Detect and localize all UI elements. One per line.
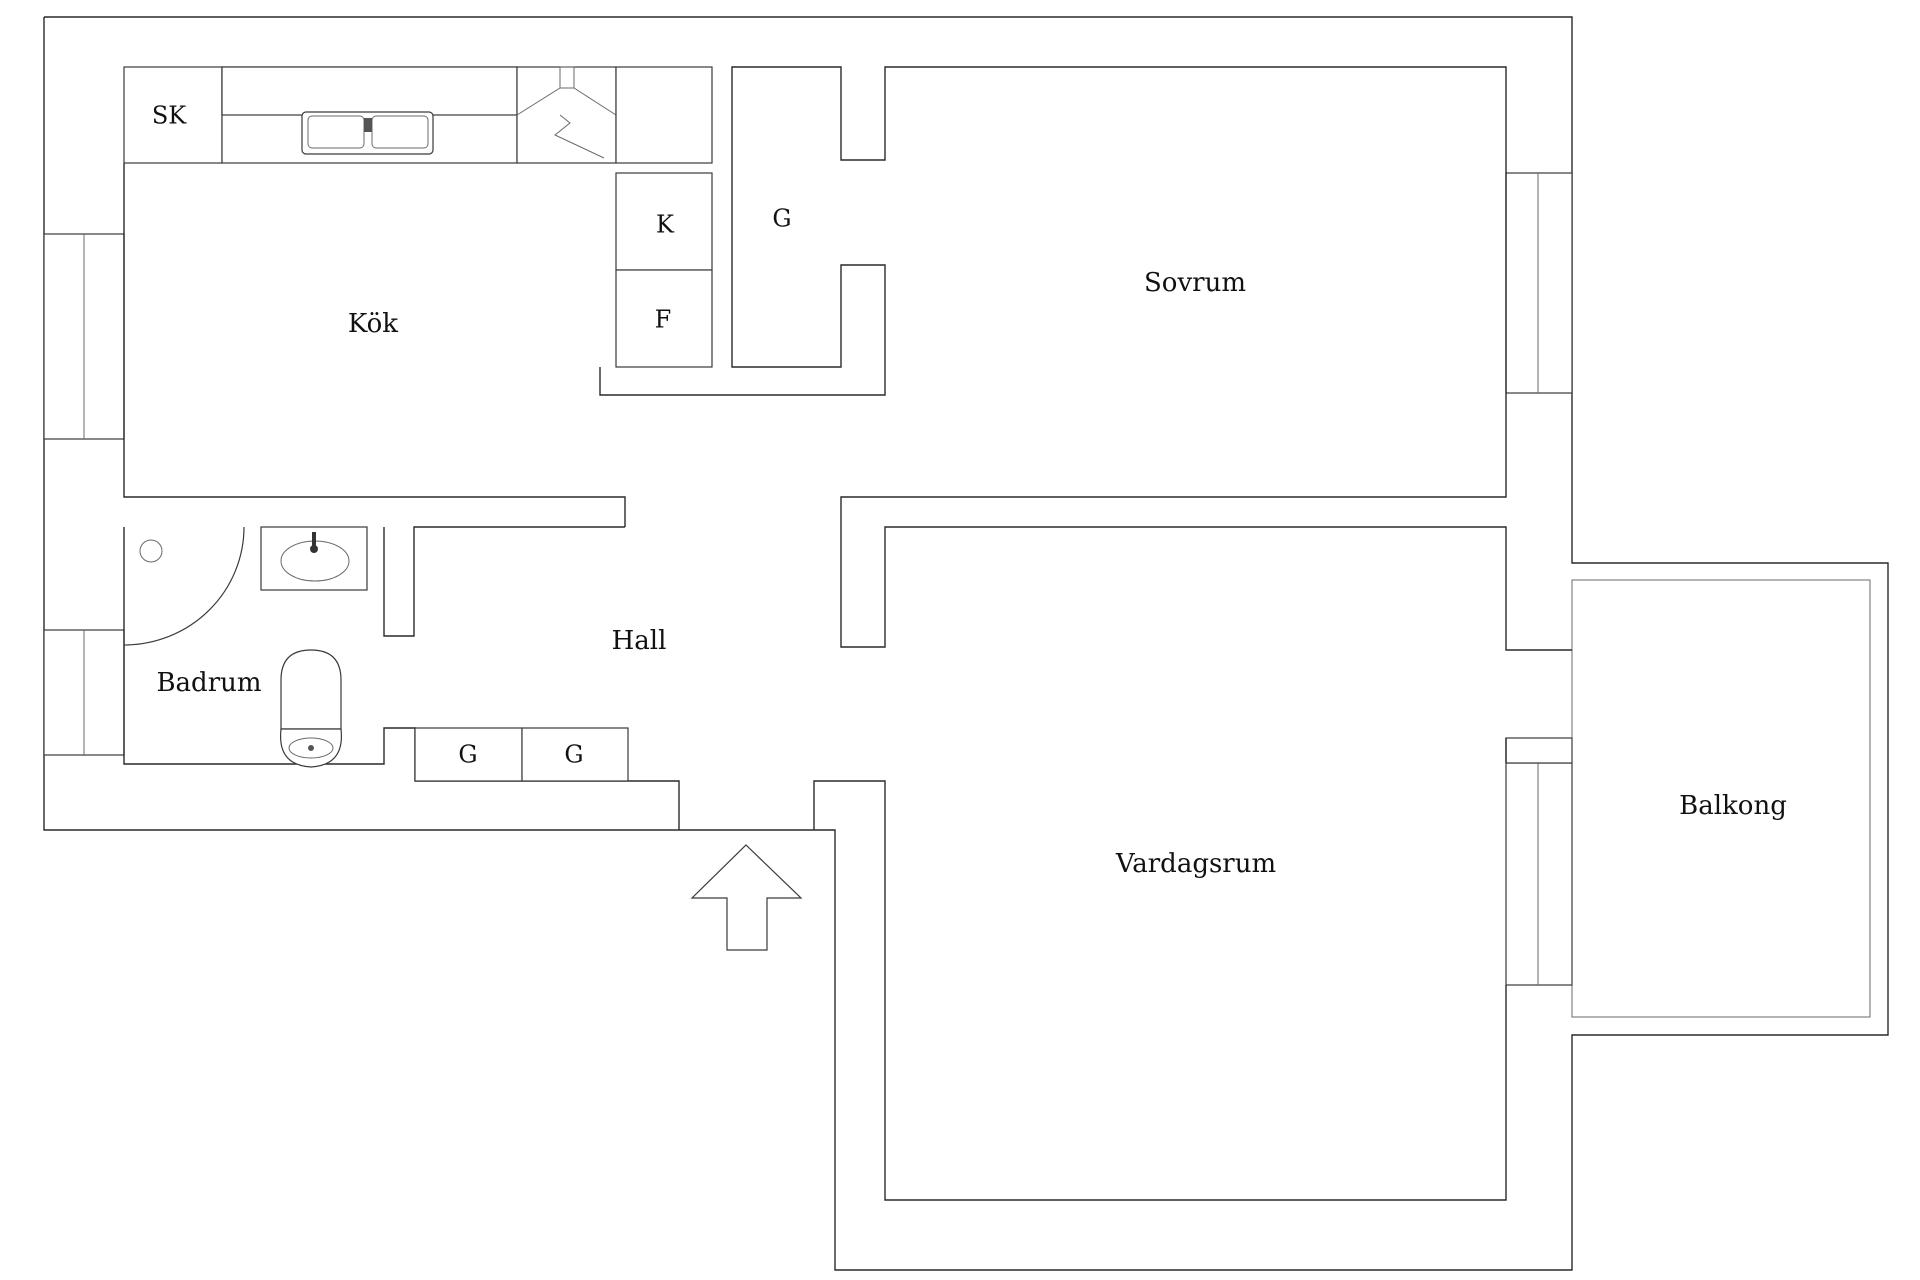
sink-icon: [301, 111, 434, 155]
room-label-kitchen: Kök: [348, 309, 398, 339]
windows: [43, 172, 1573, 986]
fridge: [615, 172, 713, 271]
wash-basin-icon: [260, 526, 368, 591]
hall-wardrobes: [414, 727, 629, 782]
balcony-door-frame: [1505, 737, 1573, 764]
room-label-balcony: Balkong: [1679, 791, 1787, 821]
room-labels: Kök Sovrum Hall Badrum Vardagsrum Balkon…: [156, 268, 1786, 879]
label-hall-wardrobe-1: G: [458, 741, 477, 769]
label-broom-closet: SK: [152, 102, 187, 130]
living-room-window: [1505, 762, 1573, 986]
broom-closet: [123, 66, 223, 164]
hall-wardrobe-2: [521, 727, 629, 782]
freezer: [615, 269, 713, 368]
label-bedroom-wardrobe: G: [772, 205, 791, 233]
shower-icon: [123, 526, 245, 646]
bedroom-window: [1505, 172, 1573, 394]
room-label-bedroom: Sovrum: [1144, 268, 1246, 298]
room-label-living-room: Vardagsrum: [1115, 849, 1276, 879]
entrance-arrow-icon: [690, 844, 803, 951]
room-label-bathroom: Badrum: [156, 668, 261, 698]
bathroom: [123, 526, 680, 830]
living-room-walls: [813, 738, 1507, 1201]
label-freezer: F: [655, 306, 672, 334]
stove-hood-icon: [516, 66, 617, 164]
kitchen-cabinet: [615, 66, 713, 164]
fixture-labels: SK K F G G G: [152, 102, 792, 769]
kitchen: [123, 66, 1572, 651]
label-hall-wardrobe-2: G: [564, 741, 583, 769]
label-fridge: K: [656, 211, 675, 239]
outer-walls: [43, 16, 1889, 1271]
toilet-icon: [279, 649, 343, 768]
room-label-hall: Hall: [612, 626, 667, 656]
